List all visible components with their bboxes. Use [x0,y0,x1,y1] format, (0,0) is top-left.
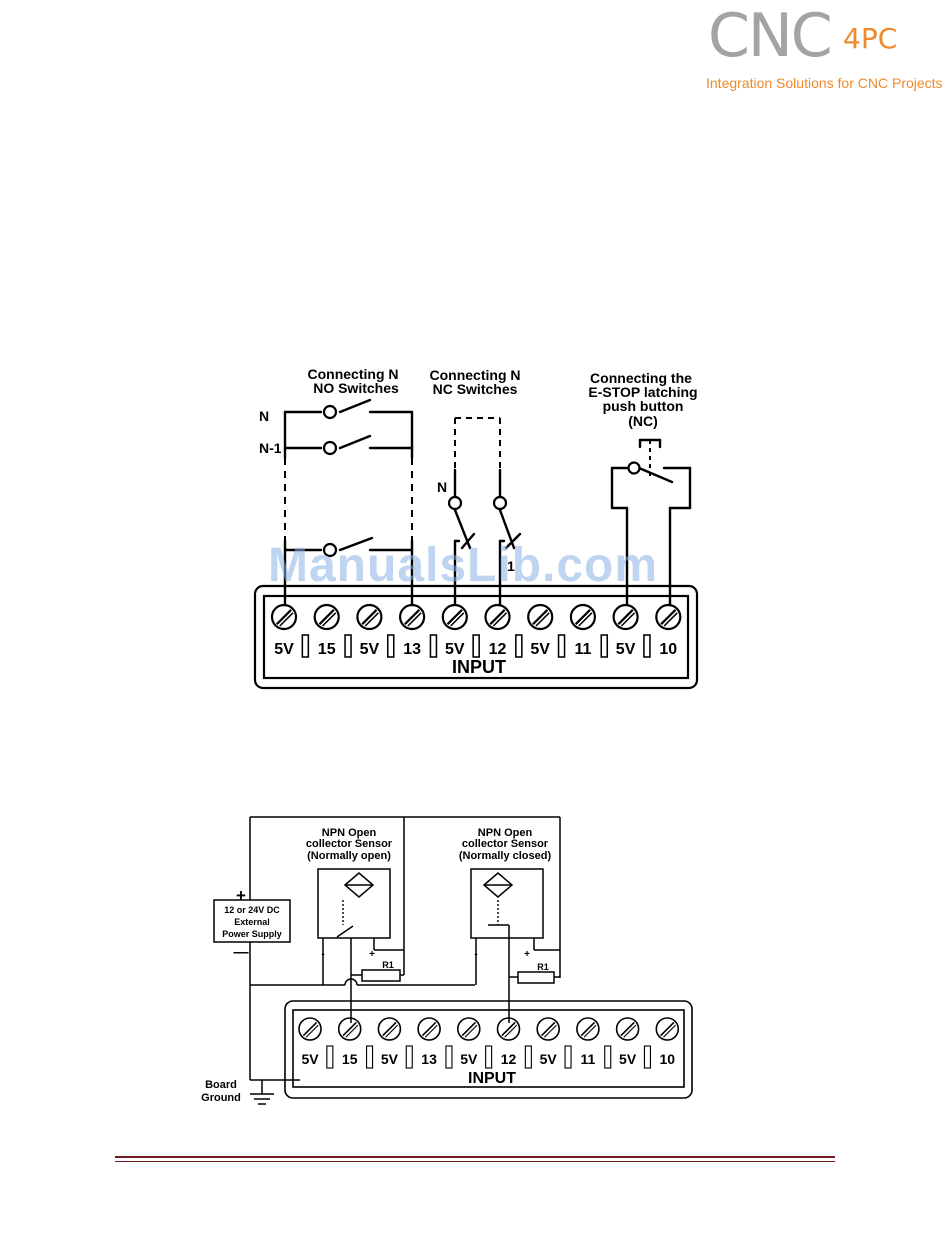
sensor-b-plus: + [524,949,530,960]
npn-sensor-normally-closed [470,868,544,939]
label-nc-n: N [437,479,447,495]
terminal-label: 5V [530,641,550,658]
resistor-r1-b: R1 [537,962,549,972]
psu-line-3: Power Supply [222,929,282,939]
sensor-b-title-2: collector Sensor [462,838,549,850]
estop-title-1: Connecting the [590,370,692,386]
terminal-label: 5V [460,1051,478,1067]
input-terminal-block-1 [253,584,699,690]
terminal-label: 15 [318,641,336,658]
psu-line-1: 12 or 24V DC [224,905,280,915]
logo-brand: CNC [708,1,833,71]
no-switch-1-lever [338,536,374,552]
terminal-row-2 [298,1017,680,1069]
terminal-label: 11 [580,1051,595,1067]
no-switch-n1-lever [338,434,372,450]
estop-title-3: push button [603,398,684,414]
sensor-b-title-3: (Normally closed) [459,850,552,862]
logo-superscript: 4PC [843,22,898,55]
terminal-label: 12 [489,641,507,658]
terminal-label: 10 [660,1051,676,1067]
footer-rule-thin [115,1161,835,1162]
terminal-label: 5V [274,641,294,658]
sensor-b-title-1: NPN Open [478,827,533,839]
sensor-a-minus: - [321,949,324,960]
terminal-label: 13 [421,1051,437,1067]
terminal-label: 11 [574,641,591,658]
terminal-label: 12 [501,1051,517,1067]
no-section-title-2: NO Switches [313,380,399,396]
estop-title-2: E-STOP latching [588,384,697,400]
terminal-label: 13 [403,641,421,658]
terminal-label: 5V [616,641,636,658]
logo-tagline: Integration Solutions for CNC Projects [706,75,943,91]
terminal-row-1 [270,603,682,658]
estop-title-4: (NC) [628,413,658,429]
sensor-a-title-1: NPN Open [322,827,377,839]
terminal-label: 5V [540,1051,558,1067]
input-terminal-block-2-inner [292,1009,685,1088]
terminal-label: 5V [381,1051,399,1067]
external-power-supply [213,899,291,943]
label-nc-1: 1 [507,558,515,574]
terminal-label: 5V [360,641,380,658]
no-section-title-1: Connecting N [308,366,399,382]
input-terminal-block-1-inner [262,594,690,680]
input-label-1: INPUT [452,657,506,677]
npn-sensor-normally-open [317,868,391,939]
label-n: N [259,408,269,424]
psu-minus: — [234,944,249,961]
sensor-a-plus: + [369,949,375,960]
terminal-label: 5V [301,1051,319,1067]
watermark: ManualsLib.com [268,539,659,592]
input-terminal-block-2 [284,1000,693,1099]
nc-section-title-2: NC Switches [433,381,518,397]
ground-label-1: Board [205,1079,237,1091]
psu-line-2: External [234,917,270,927]
terminal-label: 15 [342,1051,358,1067]
sensor-a-title-3: (Normally open) [307,850,391,862]
input-label-2: INPUT [468,1070,516,1087]
label-n-minus-1: N-1 [259,440,282,456]
no-switch-n-lever [338,398,372,414]
terminal-label: 10 [659,641,677,658]
terminal-label: 5V [445,641,465,658]
ground-label-2: Ground [201,1092,241,1104]
footer-rule [115,1156,835,1158]
terminal-label: 5V [619,1051,637,1067]
resistor-r1-a: R1 [382,960,394,970]
psu-plus: + [236,886,246,905]
nc-section-title-1: Connecting N [430,367,521,383]
sensor-a-title-2: collector Sensor [306,838,393,850]
sensor-b-minus: - [474,949,477,960]
